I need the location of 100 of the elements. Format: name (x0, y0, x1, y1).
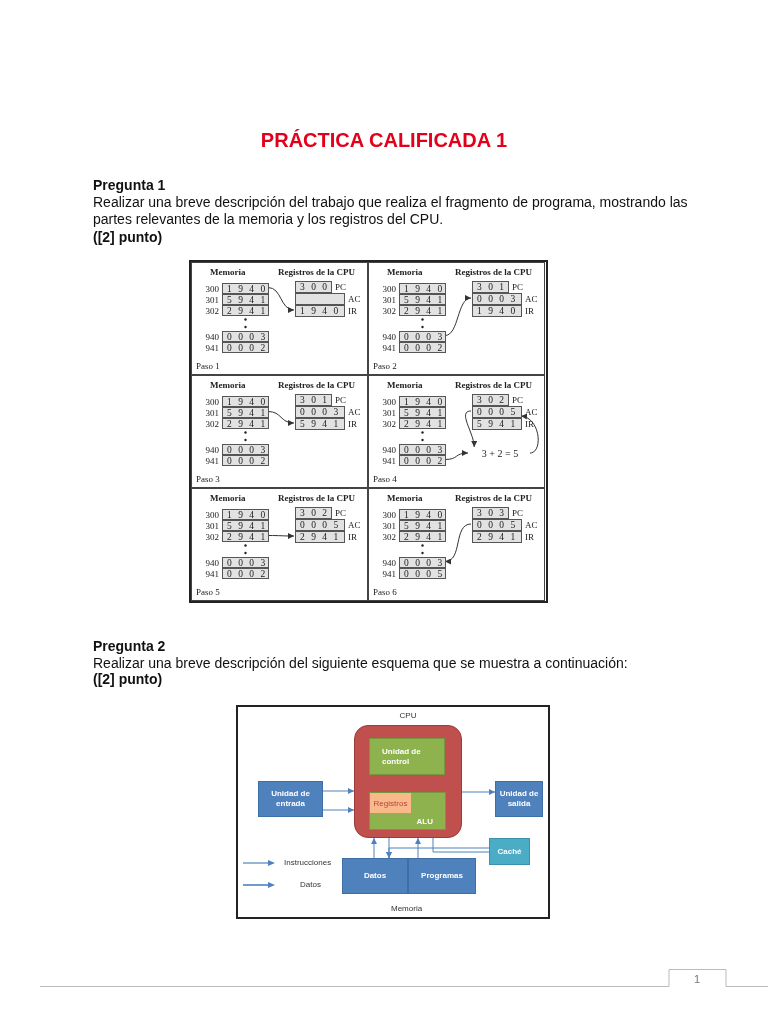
arrow (371, 837, 377, 859)
address-label: 941 (205, 343, 219, 353)
unit-box (342, 858, 408, 894)
address-label: 300 (205, 284, 219, 294)
register-name: AC (525, 407, 538, 417)
address-label: 300 (382, 284, 396, 294)
address-label: 940 (382, 445, 396, 455)
cell-value: 1 9 4 0 (300, 306, 339, 316)
address-label: 302 (382, 306, 396, 316)
address-label: 941 (205, 569, 219, 579)
step-panel (368, 375, 545, 488)
cell-value: 0 0 0 2 (404, 343, 443, 353)
cell-value: 1 9 4 0 (227, 397, 266, 407)
address-label: 940 (382, 332, 396, 342)
column-heading: Memoria (387, 493, 423, 503)
column-heading: Registros de la CPU (455, 267, 533, 277)
arrow (461, 789, 496, 795)
register-name: PC (512, 282, 523, 292)
cell-value: 2 9 4 1 (404, 306, 443, 316)
arrow (415, 837, 421, 859)
address-label: 940 (205, 332, 219, 342)
box-label: Unidad de salida (498, 789, 540, 809)
cell-value: 5 9 4 1 (477, 419, 516, 429)
address-label: 941 (382, 456, 396, 466)
curved-arrow (444, 296, 472, 336)
cell-value: 3 0 2 (300, 508, 327, 518)
address-label: 302 (205, 419, 219, 429)
step-label: Paso 6 (373, 587, 397, 597)
cell-value: 2 9 4 1 (227, 532, 266, 542)
address-label: 302 (205, 306, 219, 316)
unit-box (369, 738, 445, 775)
address-label: 301 (205, 521, 219, 531)
curved-arrow (267, 533, 295, 539)
address-label: 300 (382, 397, 396, 407)
address-label: 302 (205, 532, 219, 542)
column-heading: Memoria (210, 493, 246, 503)
page-number: 1 (694, 973, 701, 985)
box-label: Registros (373, 798, 408, 808)
arrow (386, 847, 490, 859)
question-heading: Pregunta 2 (93, 638, 166, 654)
legend-text: Datos (300, 880, 321, 889)
question-heading: Pregunta 1 (93, 177, 166, 193)
column-heading: Memoria (387, 380, 423, 390)
step-panel (368, 262, 545, 375)
address-label: 940 (205, 558, 219, 568)
cell-value: 0 0 0 5 (404, 569, 443, 579)
address-label: 300 (382, 510, 396, 520)
equation-text: 3 + 2 = 5 (469, 448, 531, 460)
step-label: Paso 1 (196, 361, 220, 371)
cell-value: 2 9 4 1 (300, 532, 339, 542)
column-heading: Registros de la CPU (455, 493, 533, 503)
register-name: AC (348, 520, 361, 530)
step-label: Paso 3 (196, 474, 220, 484)
column-heading: Memoria (210, 267, 246, 277)
cell-value: 0 0 0 2 (227, 569, 266, 579)
alu-box (369, 792, 446, 830)
cell-value: 5 9 4 1 (300, 419, 339, 429)
box-label: Unidad de control (382, 746, 422, 767)
box-label: Unidad de entrada (270, 789, 311, 809)
cell-value: 0 0 0 3 (404, 332, 443, 342)
arrow (322, 788, 355, 794)
step-label: Paso 4 (373, 474, 397, 484)
curved-arrow (444, 450, 469, 460)
cell-value: 5 9 4 1 (227, 295, 266, 305)
register-name: PC (335, 282, 346, 292)
box-label: Datos (363, 871, 387, 881)
column-heading: Memoria (210, 380, 246, 390)
cell-value: 1 9 4 0 (404, 397, 443, 407)
cell-value: 2 9 4 1 (227, 419, 266, 429)
cell-value: 0 0 0 3 (404, 445, 443, 455)
register-name: PC (512, 395, 523, 405)
cell-value: 2 9 4 1 (477, 532, 516, 542)
column-heading: Registros de la CPU (278, 267, 356, 277)
address-label: 301 (382, 295, 396, 305)
cell-value: 0 0 0 3 (227, 445, 266, 455)
step-panel (191, 375, 368, 488)
cache-box (489, 838, 530, 865)
address-label: 941 (382, 569, 396, 579)
address-label: 301 (205, 295, 219, 305)
box-label: Caché (497, 846, 522, 857)
cell-value: 0 0 0 3 (227, 332, 266, 342)
cell-value: 3 0 2 (477, 395, 504, 405)
cell-value: 0 0 0 5 (477, 520, 516, 530)
memory-label: Memoria (391, 904, 423, 913)
unit-box (495, 781, 543, 817)
cell-value: 0 0 0 3 (404, 558, 443, 568)
address-label: 301 (382, 521, 396, 531)
register-name: IR (348, 419, 357, 429)
register-name: IR (525, 419, 534, 429)
cell-value: 0 0 0 2 (227, 343, 266, 353)
curved-arrow (267, 411, 295, 426)
step-panel (191, 488, 368, 601)
register-name: IR (525, 532, 534, 542)
cell-value: 5 9 4 1 (404, 295, 443, 305)
cell-value: 3 0 1 (300, 395, 327, 405)
cell-value: 1 9 4 0 (227, 284, 266, 294)
cell-value: 0 0 0 2 (227, 456, 266, 466)
box-label: Programas (421, 871, 463, 881)
curved-arrow (444, 523, 472, 564)
page-title: PRÁCTICA CALIFICADA 1 (259, 129, 509, 152)
